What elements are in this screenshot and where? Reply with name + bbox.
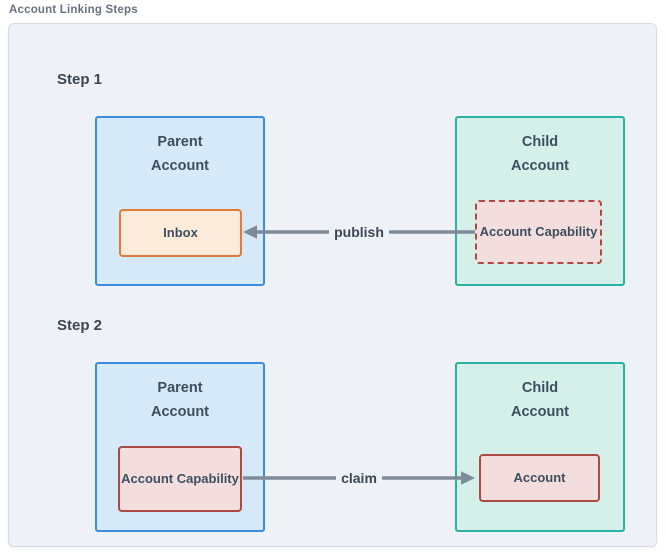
step2-parent-account-box: Parent Account Account Capability: [95, 362, 265, 532]
step2-child-account-title: Child Account: [511, 380, 569, 420]
step1-child-account-title: Child Account: [511, 134, 569, 174]
claim-arrow-label: claim: [336, 470, 382, 486]
step2-account-label: Account: [513, 470, 566, 485]
publish-arrow: publish: [243, 220, 475, 244]
step2-account-capability-label: Account Capability: [121, 471, 239, 486]
step1-inbox-label: Inbox: [163, 225, 198, 240]
step1-parent-account-box: Parent Account Inbox: [95, 116, 265, 286]
step1-inbox-box: Inbox: [119, 209, 242, 257]
publish-arrow-label: publish: [329, 224, 389, 240]
step2-account-capability-box: Account Capability: [118, 446, 242, 512]
step1-account-capability-label: Account Capability: [479, 224, 598, 239]
step1-child-account-box: Child Account Account Capability: [455, 116, 625, 286]
step2-child-account-box: Child Account Account: [455, 362, 625, 532]
step2-parent-account-title: Parent Account: [151, 380, 209, 420]
step2-heading: Step 2: [57, 317, 103, 334]
step1-parent-account-title: Parent Account: [151, 134, 209, 174]
claim-arrow: claim: [243, 466, 475, 490]
diagram-title: Account Linking Steps: [9, 4, 138, 16]
diagram-container: Step 1 Parent Account Inbox Child Accoun…: [8, 23, 657, 547]
step2-account-box: Account: [479, 454, 600, 502]
step1-heading: Step 1: [57, 71, 103, 88]
step1-account-capability-box: Account Capability: [475, 200, 602, 264]
